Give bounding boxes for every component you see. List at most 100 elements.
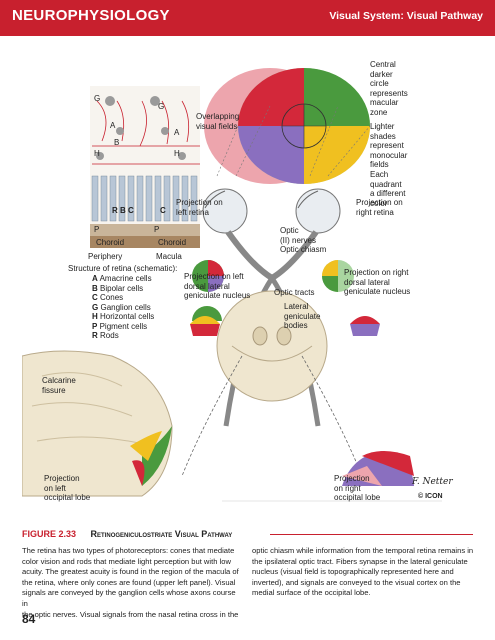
label-line: Central [370,60,396,69]
proj-left-retina-label: Projection on left retina [176,198,223,217]
proj-right-occ-label: Projection on right occipital lobe [334,474,380,503]
retina-key-item: H Horizontal cells [92,312,155,321]
retina-letter-h1: H [94,149,100,158]
figure-caption: FIGURE 2.33 Retinogeniculostriate Visual… [22,529,232,539]
label-line: occipital lobe [334,493,381,502]
label-line: represents [370,88,408,98]
retina-letter-a1: A [110,121,116,130]
label-line: Projection on left [184,272,244,281]
label-line: geniculate nucleus [184,291,251,300]
netter-signature: F. Netter [412,477,453,487]
label-line: represent [370,141,404,150]
label-line: Lighter [370,122,395,131]
body-line: acuity. The greatest acuity is found in … [22,567,239,577]
label-line: fissure [42,385,66,395]
page-header: NEUROPHYSIOLOGY Visual System: Visual Pa… [0,0,495,36]
illustration [21,68,442,502]
body-line: optic chiasm while information from the … [252,546,474,555]
macula-label: Macula [156,252,182,261]
retina-key-item: G Ganglion cells [92,302,151,312]
label-line: monocular [370,150,408,160]
retina-letter-h2: H [174,149,180,158]
calcarine-label: Calcarine fissure [42,376,76,395]
label-line: Optic chiasm [280,245,327,254]
label-line: Calcarine [42,376,76,385]
eyes [192,105,371,292]
proj-left-lgn-label: Projection on left dorsal lateral genicu… [184,272,250,301]
retina-key-item: P Pigment cells [92,321,148,331]
page-number: 84 [22,612,36,626]
label-line: right retina [356,207,394,217]
occipital-brain [21,350,414,497]
label-line: macular [370,98,399,107]
label-line: on left [44,483,66,493]
lighter-label: Lighter shades represent monocular field… [370,122,407,170]
icon-logo: © ICON [418,493,443,500]
retina-letter-g1: G [94,94,101,103]
retina-key-item: R Rods [92,331,119,340]
proj-left-occ-label: Projection on left occipital lobe [44,474,90,503]
central-label: Central darker circle represents macular… [370,60,408,117]
retina-letter-a2: A [174,128,180,137]
body-line: the retina, where only cones are found (… [22,577,236,587]
label-line: geniculate nucleus [344,287,411,296]
label-line: left retina [176,207,209,217]
body-line: signals are conveyed by the ganglion cel… [22,588,236,608]
choroid-label-left: Choroid [96,238,125,247]
retina-key-item: B Bipolar cells [92,283,144,293]
label-line: Projection [44,474,80,483]
label-line: Projection [334,474,370,483]
optic-pathway [181,230,363,477]
retina-letter-p1: P [94,225,100,234]
label-line: color [370,198,388,208]
label-line: visual fields [196,121,238,131]
body-line: nucleus (visual field is topographically… [252,567,454,577]
retina-letter-rbc: R B C [112,206,134,215]
label-line: fields [370,160,389,169]
proj-right-lgn-label: Projection on right dorsal lateral genic… [344,268,410,297]
retina-key-item: C Cones [92,293,124,302]
body-column-right: optic chiasm while information from the … [252,546,474,599]
label-line: occipital lobe [44,493,91,502]
label-line: quadrant [370,179,402,189]
body-line: inverted), and signals are conveyed to t… [252,577,461,587]
proj-right-retina-label: Projection on right retina [356,198,403,217]
label-line: zone [370,107,388,117]
label-line: Each [370,170,389,179]
lgn-projections [190,306,380,336]
lateral-geniculate-label: Lateral geniculate bodies [284,302,320,331]
label-line: on right [334,483,361,493]
label-line: a different [370,189,406,198]
label-line: Projection on [356,198,403,207]
visual-pathway-figure: G G A A B H H R B C C P P Choroid Choroi… [21,46,473,514]
label-line: Optic [280,226,299,235]
label-line: darker [370,69,393,79]
retina-letter-b: B [114,138,120,147]
choroid-label-right: Choroid [158,238,187,247]
retina-schematic [90,86,200,248]
retina-structure-title: Structure of retina (schematic): [68,264,178,273]
retina-key-item: A Amacrine cells [92,274,152,283]
section-title: NEUROPHYSIOLOGY [12,7,170,24]
figure-number: FIGURE 2.33 [22,529,77,539]
overlapping-label: Overlapping visual fields [196,112,239,131]
body-line: medial surface of the occipital lobe. [252,588,371,598]
body-column-left: The retina has two types of photorecepto… [22,546,240,620]
body-line: the ipsilateral optic tract. Fibers syna… [252,556,468,566]
topic-title: Visual System: Visual Pathway [329,10,483,22]
body-line: The retina has two types of photorecepto… [22,546,235,555]
body-line: color vision and rods that mediate light… [22,556,231,566]
label-line: bodies [284,321,308,330]
retina-letter-g2: G [158,102,165,111]
retina-letter-c: C [160,206,166,215]
label-line: (II) nerves [280,235,317,245]
label-line: Projection on right [344,268,409,277]
caption-rule [270,534,473,535]
retina-key: A Amacrine cells B Bipolar cells C Cones… [92,274,154,341]
figure-title: Retinogeniculostriate Visual Pathway [90,529,233,539]
label-line: geniculate [284,311,321,321]
label-line: circle [370,79,389,88]
label-line: shades [370,131,396,141]
body-line: the optic nerves. Visual signals from th… [22,609,239,619]
optic-label: Optic (II) nerves Optic chiasm [280,226,326,255]
